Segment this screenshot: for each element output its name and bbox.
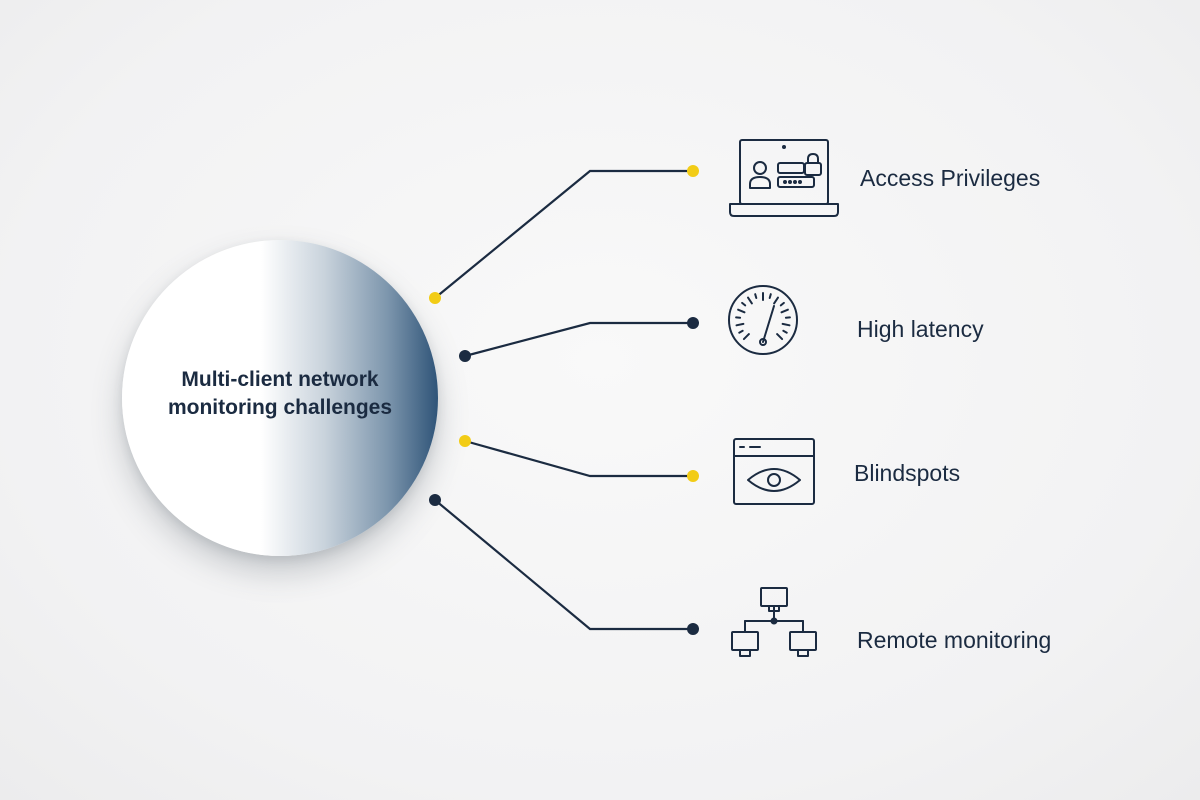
- dot-access-start: [429, 292, 441, 304]
- gauge-tick: [782, 329, 788, 334]
- gauge-tick: [776, 333, 784, 341]
- connector-access-privileges: [434, 169, 693, 299]
- gauge-tick: [754, 293, 758, 299]
- dot-remote-end: [687, 623, 699, 635]
- dot-blindspots-start: [459, 435, 471, 447]
- browser-eye-icon: [733, 438, 815, 505]
- hub-title: Multi-client network monitoring challeng…: [167, 368, 393, 419]
- dot-remote-start: [429, 494, 441, 506]
- gauge-tick: [780, 308, 789, 314]
- gauge-tick: [781, 322, 791, 327]
- item-label-access-privileges: Access Privileges: [860, 165, 1041, 191]
- gauge-tick: [737, 308, 746, 314]
- gauge-tick: [779, 301, 785, 307]
- dot-latency-end: [687, 317, 699, 329]
- gauge-tick: [742, 333, 750, 341]
- connector-remote-monitoring: [434, 499, 693, 631]
- gauge-tick: [738, 329, 744, 334]
- connector-high-latency: [464, 321, 693, 358]
- dot-blindspots-end: [687, 470, 699, 482]
- gauge-tick: [773, 296, 779, 305]
- item-label-blindspots: Blindspots: [854, 460, 961, 486]
- connector-blindspots: [464, 439, 693, 478]
- speedometer-icon: [728, 285, 798, 355]
- dot-access-end: [687, 165, 699, 177]
- gauge-tick: [741, 301, 747, 307]
- laptop-login-icon: [729, 139, 839, 217]
- network-hierarchy-icon: [731, 587, 817, 657]
- dot-latency-start: [459, 350, 471, 362]
- gauge-tick: [768, 293, 772, 299]
- gauge-tick: [735, 322, 745, 327]
- item-label-remote-monitoring: Remote monitoring: [857, 627, 1052, 653]
- item-label-high-latency: High latency: [857, 316, 984, 342]
- gauge-tick: [747, 296, 753, 305]
- hub-circle: [122, 240, 438, 556]
